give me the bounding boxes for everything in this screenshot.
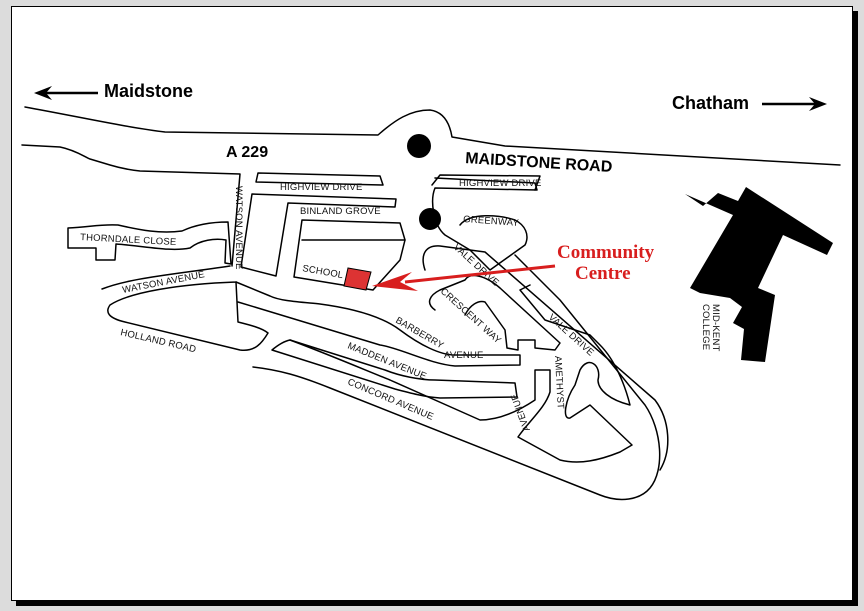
highview-drive-west	[255, 172, 384, 186]
community-centre-marker	[343, 267, 372, 291]
maidstone-road-label: MAIDSTONE ROAD	[465, 150, 613, 176]
holland-road-loop	[107, 281, 269, 352]
amethyst-label: AMETHYST	[552, 356, 566, 410]
watson-avenue-vertical-label: WATSON AVENUE	[233, 186, 244, 270]
thorndale-close	[67, 221, 232, 265]
thorndale-close-label: THORNDALE CLOSE	[80, 232, 177, 248]
a229-label: A 229	[226, 144, 268, 161]
chatham-direction-label: Chatham	[672, 93, 749, 113]
community-centre-label-line1: Community	[557, 242, 655, 263]
concord-avenue	[252, 254, 661, 501]
highview-drive-west-label: HIGHVIEW DRIVE	[280, 182, 363, 193]
school-block	[293, 219, 406, 291]
vale-drive-north-label: VALE DRIVE	[451, 242, 501, 288]
binland-grove-label: BINLAND GROVE	[300, 206, 381, 217]
community-centre-pointer-arrow	[372, 264, 556, 291]
community-centre-label-line2: Centre	[575, 263, 631, 284]
college-label-line1: MID-KENT	[710, 304, 721, 352]
madden-avenue	[271, 339, 518, 399]
highview-drive-east-label: HIGHVIEW DRIVE	[459, 178, 542, 189]
main-road-north-edge	[24, 106, 841, 166]
concord-avenue-inner	[289, 284, 633, 463]
school-label: SCHOOL	[301, 263, 344, 281]
maidstone-direction-label: Maidstone	[104, 81, 193, 101]
binland-grove-block	[240, 193, 397, 277]
arrow-right-icon	[762, 97, 827, 111]
watson-avenue-north-edge	[101, 265, 231, 290]
map-card	[11, 6, 853, 601]
barberry-avenue-north-edge	[235, 281, 521, 367]
roundabout-north-icon	[407, 134, 431, 158]
watson-avenue-label: WATSON AVENUE	[121, 269, 205, 296]
arrow-left-icon	[34, 86, 98, 100]
highview-drive-east	[431, 174, 541, 191]
mid-kent-college-building	[685, 187, 833, 362]
roundabout-south-icon	[419, 208, 441, 230]
crescent-way	[428, 274, 561, 351]
main-road-south-edge	[21, 144, 241, 267]
barberry-label: BARBERRY	[394, 315, 446, 352]
college-label-line2: COLLEGE	[700, 304, 711, 350]
greenway-label: GREENWAY	[463, 214, 520, 229]
crescent-way-label: CRESCENT WAY	[438, 286, 503, 346]
greenway-block	[432, 177, 538, 271]
vale-drive	[422, 245, 669, 471]
holland-road-label: HOLLAND ROAD	[119, 327, 197, 355]
barberry-avenue-label: AVENUE	[444, 350, 484, 361]
